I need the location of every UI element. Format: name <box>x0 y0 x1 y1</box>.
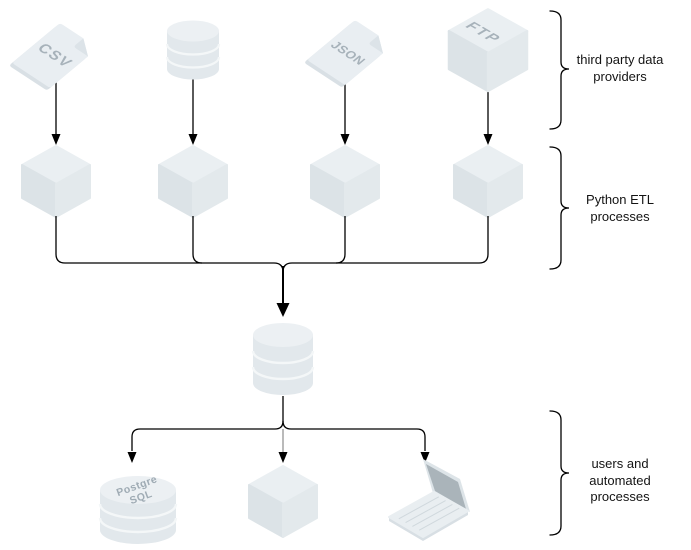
source-arrowheads <box>51 134 493 145</box>
json-file-icon: JSON <box>305 20 384 87</box>
etl-cube-icon-3 <box>310 145 380 218</box>
laptop-icon <box>388 459 470 541</box>
consumers-group-label: users and automated processes <box>589 456 651 504</box>
etl-group-label: Python ETL processes <box>586 192 654 224</box>
source-to-etl-connectors <box>55 74 489 134</box>
process-cube-icon <box>248 465 318 538</box>
consumer-connectors <box>131 396 426 452</box>
etl-merge-connectors <box>55 216 489 303</box>
group-braces <box>549 10 570 536</box>
sources-group-label: third party data providers <box>576 52 664 84</box>
etl-brace <box>549 146 570 270</box>
ftp-cube-icon: FTP <box>447 8 529 93</box>
central-database-icon <box>251 323 315 395</box>
consumer-arrowheads <box>127 452 430 463</box>
sources-brace <box>549 10 570 130</box>
consumers-brace <box>549 410 570 536</box>
merge-arrowhead <box>276 303 290 317</box>
etl-cube-icon-4 <box>453 145 523 218</box>
postgresql-database-icon: Postgre SQL <box>98 473 178 544</box>
source-database-icon <box>165 20 221 80</box>
etl-cube-icon-2 <box>158 145 228 218</box>
csv-file-icon: CSV <box>10 23 89 90</box>
etl-cube-icon-1 <box>21 145 91 218</box>
